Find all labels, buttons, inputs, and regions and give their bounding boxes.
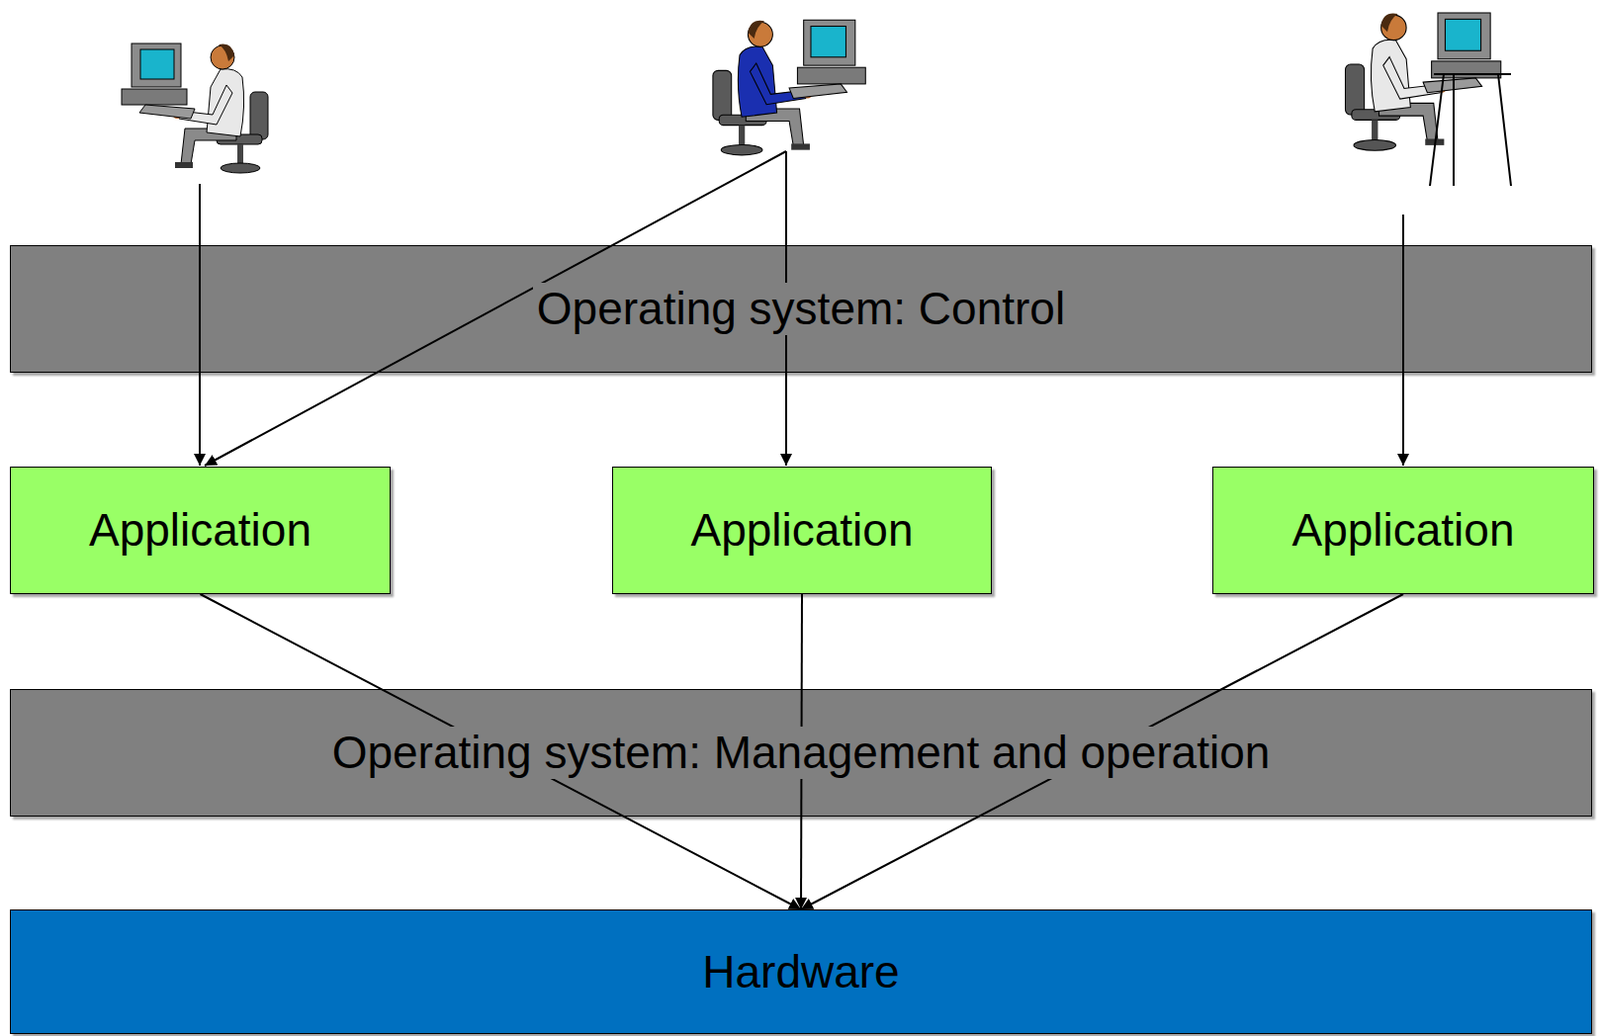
node-label: Hardware — [698, 946, 903, 999]
node-label: Application — [85, 504, 316, 557]
application-box: Application — [9, 466, 391, 595]
user-figure — [712, 19, 866, 156]
hardware-band: Hardware — [9, 909, 1593, 1035]
user-figure — [1345, 12, 1512, 186]
node-label: Operating system: Management and operati… — [328, 726, 1275, 780]
os-band: Operating system: Management and operati… — [9, 689, 1593, 817]
node-label: Application — [1287, 504, 1518, 557]
user-figure — [121, 43, 268, 174]
os-band: Operating system: Control — [9, 245, 1593, 373]
node-label: Application — [686, 504, 917, 557]
application-box: Application — [612, 466, 992, 595]
node-label: Operating system: Control — [533, 282, 1069, 336]
application-box: Application — [1212, 466, 1595, 595]
